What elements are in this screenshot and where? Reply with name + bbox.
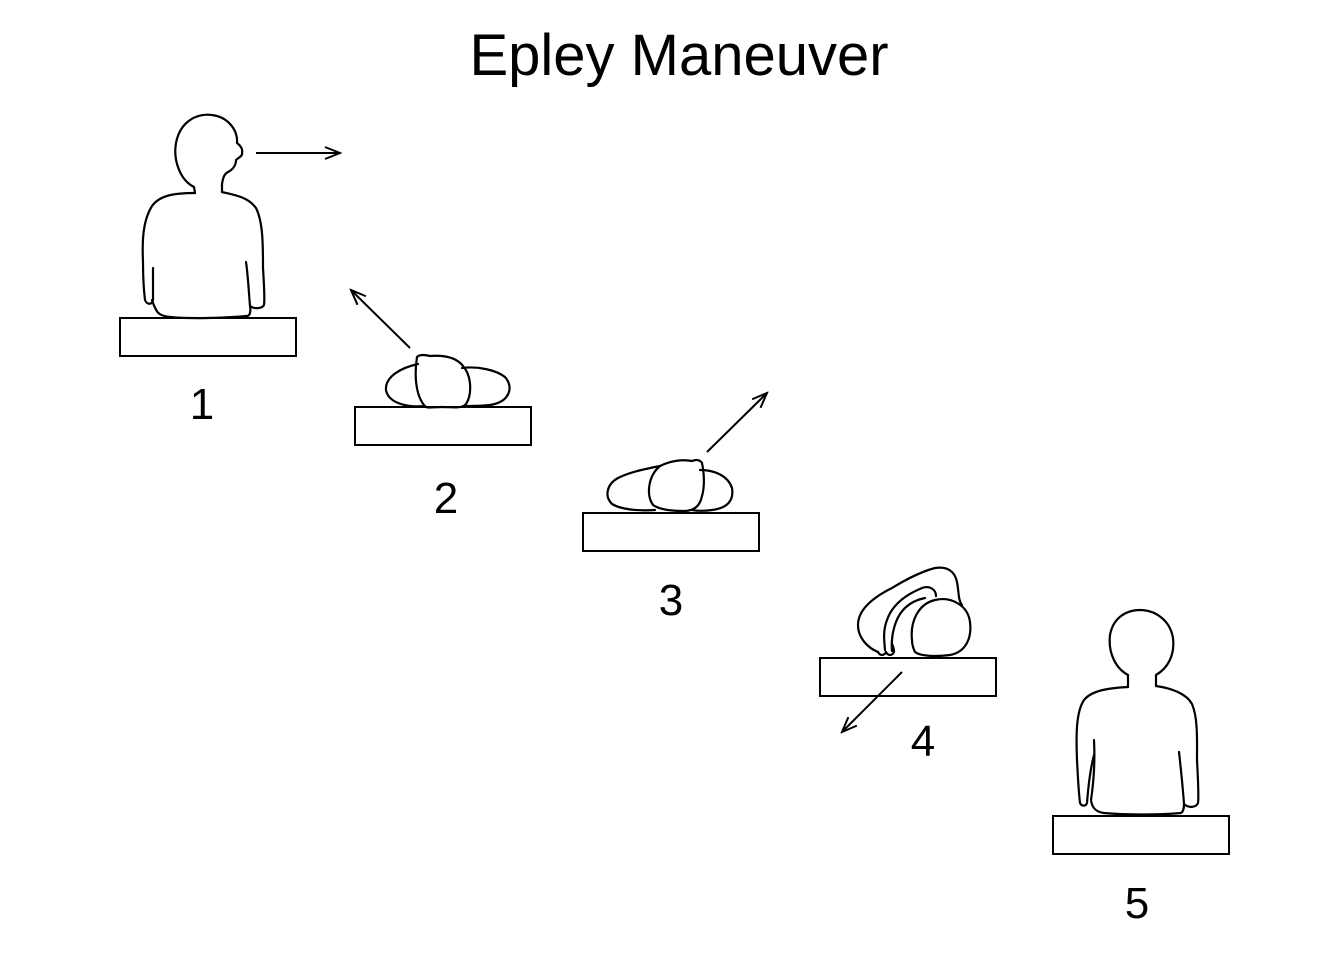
step-4-figure [858, 568, 970, 656]
step-1-head [175, 115, 242, 192]
step-1-torso [143, 193, 195, 304]
step-3-arrow [707, 393, 767, 452]
step-1-table [120, 318, 296, 356]
step-2-table [355, 407, 531, 445]
step-1-label: 1 [172, 380, 232, 430]
step-2-figure [386, 355, 510, 408]
step-1-figure [143, 115, 265, 318]
step-3-head [649, 460, 704, 511]
step-5-label: 5 [1107, 879, 1167, 929]
step-4-head [912, 599, 971, 656]
step-2-label: 2 [416, 474, 476, 524]
step-4-table [820, 658, 996, 696]
step-5-table [1053, 816, 1229, 854]
step-2-arrow [351, 290, 410, 348]
step-4-label: 4 [893, 717, 953, 767]
step-3-label: 3 [641, 576, 701, 626]
step-5-head [1110, 610, 1174, 675]
step-5-figure [1077, 610, 1199, 815]
step-3-table [583, 513, 759, 551]
step-5-torso [1077, 687, 1128, 806]
step-2-head [416, 355, 471, 408]
step-3-figure [607, 460, 732, 511]
